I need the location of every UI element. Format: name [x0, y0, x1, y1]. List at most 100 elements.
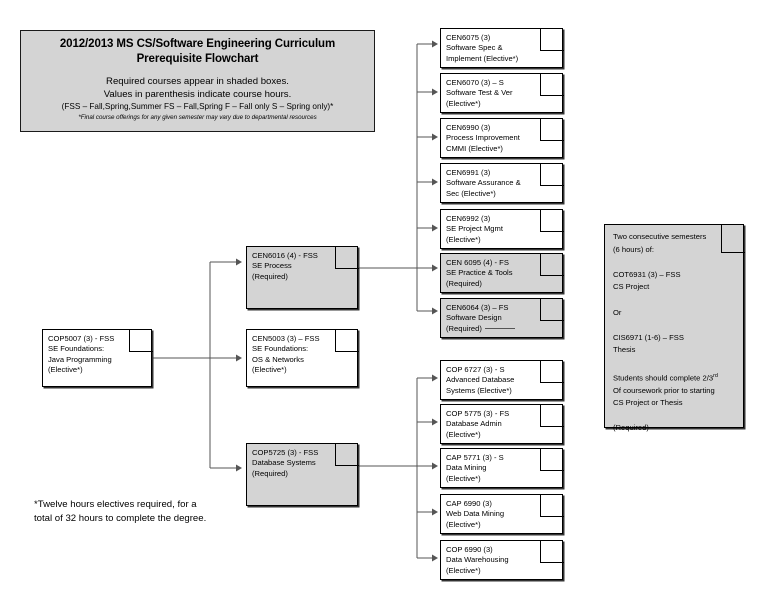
note-corner-icon [540, 73, 564, 96]
node-cop5775-line-2: Database Admin [446, 419, 502, 429]
node-cop5007[interactable]: COP5007 (3) - FSS SE Foundations: Java P… [42, 329, 153, 387]
node-cen6070[interactable]: CEN6070 (3) – S Software Test & Ver (Ele… [440, 73, 564, 113]
node-cop5725-line-3: (Required) [252, 468, 288, 478]
node-cop6727-line-2: Advanced Database [446, 375, 515, 385]
note-corner-icon [540, 163, 564, 186]
node-cap5771-line-3: (Elective*) [446, 473, 481, 483]
note-corner-icon [540, 494, 564, 517]
spacer [613, 357, 743, 370]
node-cen6991[interactable]: CEN6991 (3) Software Assurance & Sec (El… [440, 163, 564, 203]
node-cap6990[interactable]: CAP 6990 (3) Web Data Mining (Elective*) [440, 494, 564, 534]
note-corner-icon [335, 329, 359, 352]
ordinal-suffix: rd [713, 372, 718, 379]
node-cap6990-line-2: Web Data Mining [446, 509, 505, 519]
page-title-line-2: Prerequisite Flowchart [136, 53, 259, 65]
node-cop6990-line-2: Data Warehousing [446, 555, 509, 565]
node-cop6727[interactable]: COP 6727 (3) - S Advanced Database Syste… [440, 360, 564, 400]
node-cen6992[interactable]: CEN6992 (3) SE Project Mgmt (Elective*) [440, 209, 564, 249]
node-cen6075-line-2: Software Spec & [446, 43, 503, 53]
electives-footnote: *Twelve hours electives required, for a … [34, 498, 206, 526]
node-cop6990-line-3: (Elective*) [446, 565, 481, 575]
node-cop5007-line-3: Java Programming [48, 354, 112, 364]
node-cen5003[interactable]: CEN5003 (3) – FSS SE Foundations: OS & N… [246, 329, 359, 387]
node-cen6991-line-2: Software Assurance & [446, 178, 521, 188]
node-cen6016-line-1: CEN6016 (4) - FSS [252, 251, 318, 260]
node-cen6070-line-1: CEN6070 (3) – S [446, 78, 504, 87]
node-capstone-note[interactable]: Two consecutive semesters (6 hours) of: … [604, 224, 745, 432]
node-cap6990-line-1: CAP 6990 (3) [446, 499, 492, 508]
node-cen6095[interactable]: CEN 6095 (4) - FS SE Practice & Tools (R… [440, 253, 564, 293]
node-cen6992-line-2: SE Project Mgmt [446, 224, 503, 234]
spacer [613, 319, 743, 332]
legend-panel: 2012/2013 MS CS/Software Engineering Cur… [20, 30, 375, 132]
legend-line-hours: Values in parenthesis indicate course ho… [103, 88, 292, 100]
node-cen6095-line-3: (Required) [446, 278, 482, 288]
node-cop6990-line-1: COP 6990 (3) [446, 545, 493, 554]
node-cen6991-line-3: Sec (Elective*) [446, 188, 496, 198]
note-corner-icon [540, 209, 564, 232]
spacer [613, 294, 743, 307]
node-cen6992-line-3: (Elective*) [446, 234, 481, 244]
node-cen6990-line-1: CEN6990 (3) [446, 123, 491, 132]
node-cap6990-line-3: (Elective*) [446, 519, 481, 529]
capstone-line-9: Of coursework prior to starting [613, 385, 715, 395]
node-cen6064-line-2: Software Design [446, 313, 502, 323]
capstone-line-11: (Required) [613, 423, 649, 433]
page-title-line-1: 2012/2013 MS CS/Software Engineering Cur… [59, 38, 336, 50]
legend-line-disclaimer: *Final course offerings for any given se… [78, 114, 317, 121]
node-cop5775[interactable]: COP 5775 (3) - FS Database Admin (Electi… [440, 404, 564, 444]
node-cen6064[interactable]: CEN6064 (3) – FS Software Design (Requir… [440, 298, 564, 338]
spacer [613, 256, 743, 269]
note-corner-icon [540, 540, 564, 563]
node-cen6075-line-3: Implement (Elective*) [446, 53, 519, 63]
capstone-line-7: Thesis [613, 345, 636, 355]
node-cop5725[interactable]: COP5725 (3) - FSS Database Systems (Requ… [246, 443, 359, 506]
capstone-line-10: CS Project or Thesis [613, 398, 683, 408]
node-cop5775-line-1: COP 5775 (3) - FS [446, 409, 510, 418]
page-title: 2012/2013 MS CS/Software Engineering Cur… [21, 37, 374, 67]
node-cen5003-line-3: OS & Networks [252, 354, 304, 364]
capstone-line-3: COT6931 (3) – FSS [613, 269, 681, 279]
blank-rule [484, 327, 515, 329]
node-cap5771[interactable]: CAP 5771 (3) - S Data Mining (Elective*) [440, 448, 564, 488]
node-cen6990-line-2: Process Improvement [446, 133, 520, 143]
note-corner-icon [721, 224, 745, 253]
legend-line-required: Required courses appear in shaded boxes. [106, 76, 289, 87]
node-cen5003-line-1: CEN5003 (3) – FSS [252, 334, 320, 343]
note-corner-icon [540, 118, 564, 141]
note-corner-icon [335, 443, 359, 466]
node-cap5771-line-1: CAP 5771 (3) - S [446, 453, 504, 462]
node-cen6095-line-1: CEN 6095 (4) - FS [446, 258, 509, 267]
node-cen6095-line-2: SE Practice & Tools [446, 268, 513, 278]
node-cop6727-line-3: Systems (Elective*) [446, 385, 512, 395]
electives-footnote-line-1: *Twelve hours electives required, for a [34, 499, 197, 510]
node-cop5725-line-2: Database Systems [252, 458, 316, 468]
node-cen6990-line-3: CMMI (Elective*) [446, 143, 503, 153]
capstone-line-1: Two consecutive semesters [613, 232, 707, 241]
node-cop5725-line-1: COP5725 (3) - FSS [252, 448, 319, 457]
capstone-line-4: CS Project [613, 282, 650, 292]
node-cen5003-line-2: SE Foundations: [252, 344, 309, 354]
node-cen6070-line-3: (Elective*) [446, 98, 481, 108]
note-corner-icon [540, 28, 564, 51]
node-cen6064-line-1: CEN6064 (3) – FS [446, 303, 509, 312]
node-cop5007-line-2: SE Foundations: [48, 344, 105, 354]
legend-line-semester-codes: (FSS – Fall,Spring,Summer FS – Fall,Spri… [61, 102, 334, 111]
note-corner-icon [540, 404, 564, 427]
node-cop6727-line-1: COP 6727 (3) - S [446, 365, 505, 374]
note-corner-icon [540, 360, 564, 383]
capstone-line-8: Students should complete 2/3rd [613, 370, 743, 385]
legend-subtext: Required courses appear in shaded boxes.… [21, 76, 374, 122]
note-corner-icon [540, 253, 564, 276]
node-cen6064-line-3-text: (Required) [446, 323, 482, 333]
node-cen6064-line-3: (Required) [446, 324, 562, 334]
node-cen6075[interactable]: CEN6075 (3) Software Spec & Implement (E… [440, 28, 564, 68]
node-cop6990[interactable]: COP 6990 (3) Data Warehousing (Elective*… [440, 540, 564, 580]
node-cen6016-line-2: SE Process [252, 261, 292, 271]
node-cen6991-line-1: CEN6991 (3) [446, 168, 491, 177]
node-cop5007-line-1: COP5007 (3) - FSS [48, 334, 115, 343]
node-cen6990[interactable]: CEN6990 (3) Process Improvement CMMI (El… [440, 118, 564, 158]
spacer [613, 410, 743, 423]
node-cen6016[interactable]: CEN6016 (4) - FSS SE Process (Required) [246, 246, 359, 309]
